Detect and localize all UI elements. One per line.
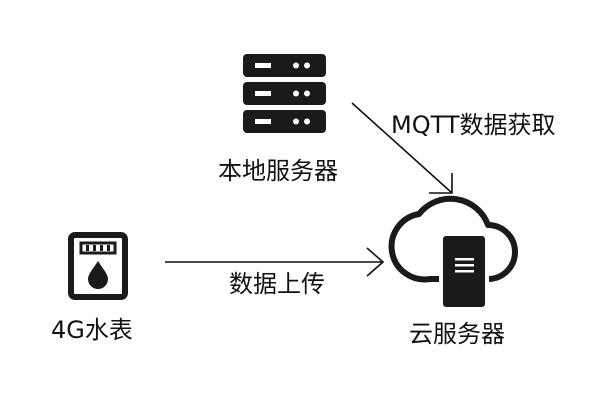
upload-arrow: [165, 247, 385, 277]
mqtt-edge-label: MQTT数据获取: [391, 111, 556, 139]
cloud-server-icon: [388, 195, 518, 311]
server-rack-icon: [243, 54, 326, 133]
local-server-label: 本地服务器: [218, 157, 338, 185]
mqtt-arrow: [351, 102, 453, 194]
upload-edge-label: 数据上传: [229, 270, 325, 298]
water-meter-label: 4G水表: [51, 316, 133, 344]
cloud-server-label: 云服务器: [409, 320, 505, 348]
water-meter-icon: [68, 232, 128, 300]
